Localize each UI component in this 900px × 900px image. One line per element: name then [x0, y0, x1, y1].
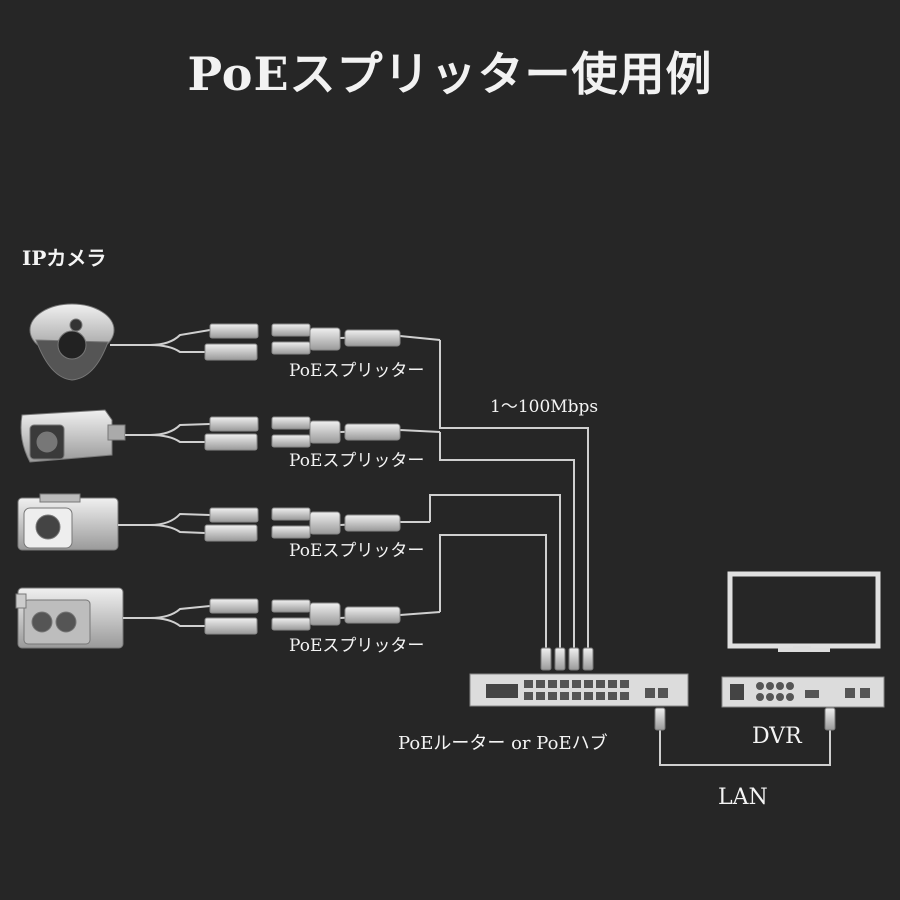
rj45-plug-icon — [540, 647, 836, 731]
splitter-label-1: PoEスプリッター — [289, 361, 425, 381]
bullet-camera-icon — [20, 409, 126, 463]
camera-cables — [110, 329, 441, 627]
hub-label: PoEルーター or PoEハブ — [398, 733, 608, 754]
splitter-label-3: PoEスプリッター — [289, 541, 425, 561]
splitter-connectors — [204, 323, 401, 635]
monitor-icon — [727, 571, 881, 652]
lan-label: LAN — [718, 785, 768, 810]
poe-hub-icon — [469, 673, 689, 707]
speed-label: 1～100Mbps — [490, 397, 599, 417]
splitter-label-2: PoEスプリッター — [289, 451, 425, 471]
dvr-label: DVR — [752, 724, 802, 749]
diagram-title: PoEスプリッター使用例 — [187, 47, 713, 101]
dome-camera-icon — [29, 303, 115, 381]
bullet-camera-large-icon — [15, 587, 124, 649]
dvr-icon — [721, 676, 885, 708]
ip-camera-label: IPカメラ — [22, 246, 107, 270]
box-camera-icon — [17, 493, 119, 551]
network-cables — [429, 340, 831, 766]
splitter-label-4: PoEスプリッター — [289, 636, 425, 656]
